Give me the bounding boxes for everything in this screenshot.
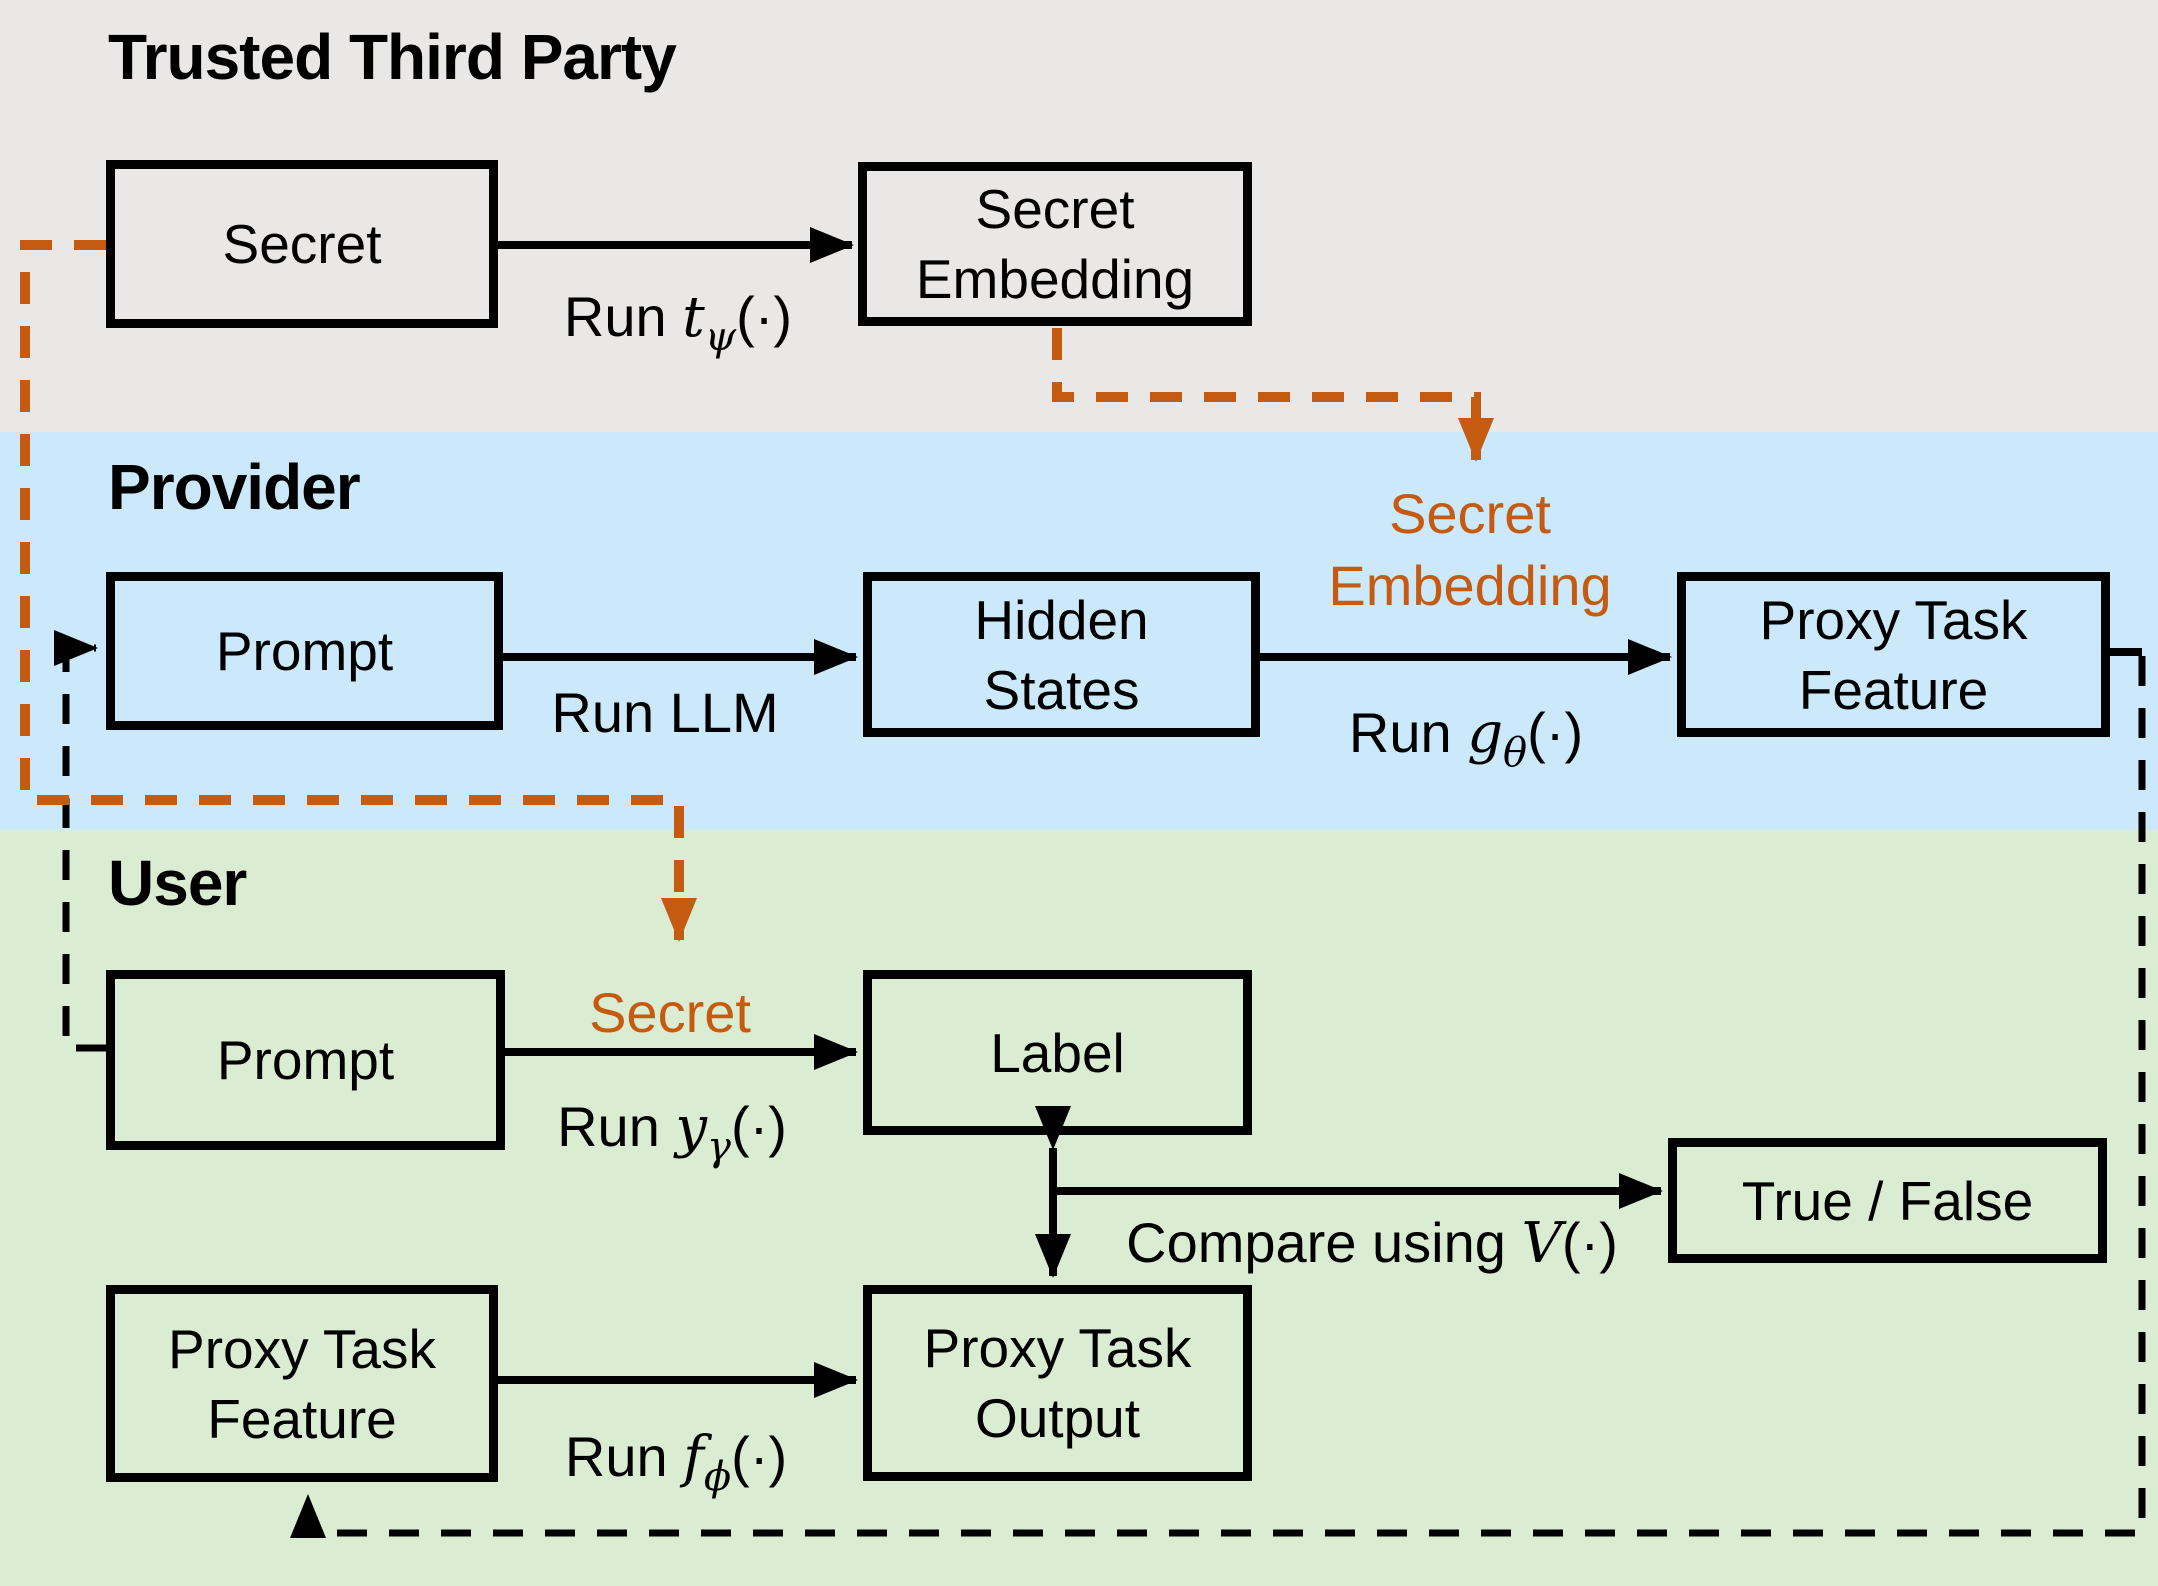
- box-proxy-task-output: Proxy Task Output: [863, 1285, 1252, 1481]
- box-secret-embedding-line2: Embedding: [915, 248, 1195, 310]
- box-secret-embedding: Secret Embedding: [858, 162, 1252, 326]
- box-provider-proxy-feature-line1: Proxy Task: [1759, 588, 2028, 651]
- box-provider-proxy-feature-line2: Feature: [1798, 658, 1989, 721]
- edge-label-secret-orange: Secret: [589, 981, 751, 1044]
- box-secret-embedding-line1: Secret: [975, 178, 1135, 240]
- edge-label-compare-using-v: Compare using V(·): [1126, 1211, 1618, 1276]
- box-user-prompt-label: Prompt: [216, 1029, 395, 1091]
- box-user-proxy-task-feature: Proxy Task Feature: [106, 1285, 498, 1482]
- box-secret-label: Secret: [222, 213, 382, 275]
- edge-label-run-g-theta: Run gθ(·): [1348, 701, 1584, 776]
- edge-label-run-llm: Run LLM: [551, 681, 779, 744]
- box-user-prompt: Prompt: [106, 970, 505, 1150]
- box-provider-prompt-label: Prompt: [215, 620, 394, 682]
- edge-label-run-y-gamma: Run yγ(·): [557, 1095, 787, 1170]
- box-provider-proxy-task-feature: Proxy Task Feature: [1677, 572, 2110, 737]
- box-true-false-label: True / False: [1741, 1169, 2034, 1232]
- edge-label-run-t-psi: Run tψ(·): [563, 285, 793, 360]
- box-label: Label: [863, 970, 1252, 1135]
- title-provider: Provider: [108, 451, 361, 523]
- box-hidden-states: Hidden States: [863, 572, 1260, 737]
- title-trusted-third-party: Trusted Third Party: [108, 21, 677, 93]
- box-label-label: Label: [990, 1021, 1125, 1084]
- edge-label-secret-embedding-orange: Secret Embedding: [1328, 482, 1612, 617]
- edge-label-run-f-phi: Run fϕ(·): [564, 1425, 788, 1500]
- box-secret: Secret: [106, 160, 498, 328]
- box-hidden-states-line1: Hidden: [974, 588, 1149, 651]
- box-proxy-output-line1: Proxy Task: [923, 1317, 1192, 1379]
- box-provider-prompt: Prompt: [106, 572, 503, 730]
- box-user-proxy-feature-line1: Proxy Task: [168, 1317, 436, 1380]
- box-true-false: True / False: [1668, 1138, 2107, 1263]
- box-proxy-output-line2: Output: [974, 1387, 1141, 1449]
- box-user-proxy-feature-line2: Feature: [207, 1387, 397, 1450]
- box-hidden-states-line2: States: [983, 658, 1140, 721]
- title-user: User: [108, 847, 247, 919]
